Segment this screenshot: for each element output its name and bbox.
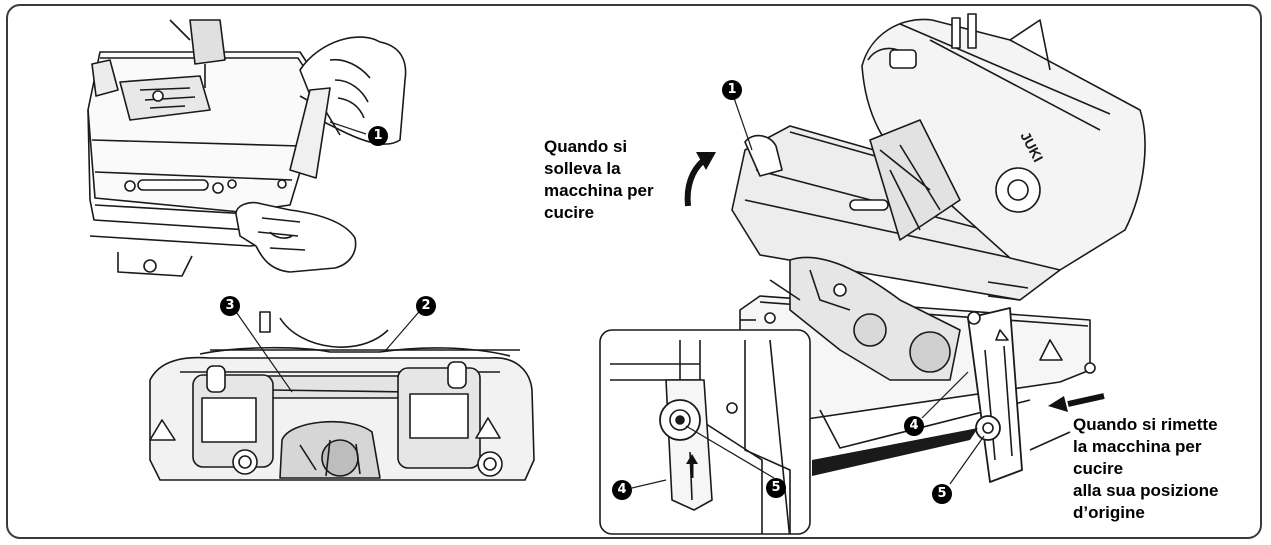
caption-lift: Quando si solleva la macchina per cucire xyxy=(544,136,704,224)
marker-4-detail: 4 xyxy=(612,480,632,500)
caption-return-line: la macchina per xyxy=(1073,437,1202,456)
return-arrow xyxy=(1048,393,1105,412)
caption-lift-line: Quando si xyxy=(544,137,628,156)
marker-2: 2 xyxy=(416,296,436,316)
caption-return-line: d’origine xyxy=(1073,503,1145,522)
marker-4-machine: 4 xyxy=(904,416,924,436)
detail-wedge xyxy=(812,428,978,476)
panel-machine-tilted xyxy=(731,13,1146,483)
lift-arrow xyxy=(684,152,716,207)
marker-3: 3 xyxy=(220,296,240,316)
panel-underbed xyxy=(149,305,535,481)
panel-detail-inset xyxy=(599,329,811,535)
caption-return-line: Quando si rimette xyxy=(1073,415,1218,434)
panel-lift-table xyxy=(87,19,407,277)
caption-lift-line: macchina per xyxy=(544,181,654,200)
caption-return-line: alla sua posizione xyxy=(1073,481,1219,500)
marker-5-detail: 5 xyxy=(766,478,786,498)
marker-5-machine: 5 xyxy=(932,484,952,504)
caption-return: Quando si rimette la macchina per cucire… xyxy=(1073,414,1268,524)
marker-1-table: 1 xyxy=(368,126,388,146)
caption-return-line: cucire xyxy=(1073,459,1124,478)
caption-lift-line: cucire xyxy=(544,203,595,222)
marker-1-machine: 1 xyxy=(722,80,742,100)
leader-lines xyxy=(329,97,985,485)
caption-lift-line: solleva la xyxy=(544,159,621,178)
